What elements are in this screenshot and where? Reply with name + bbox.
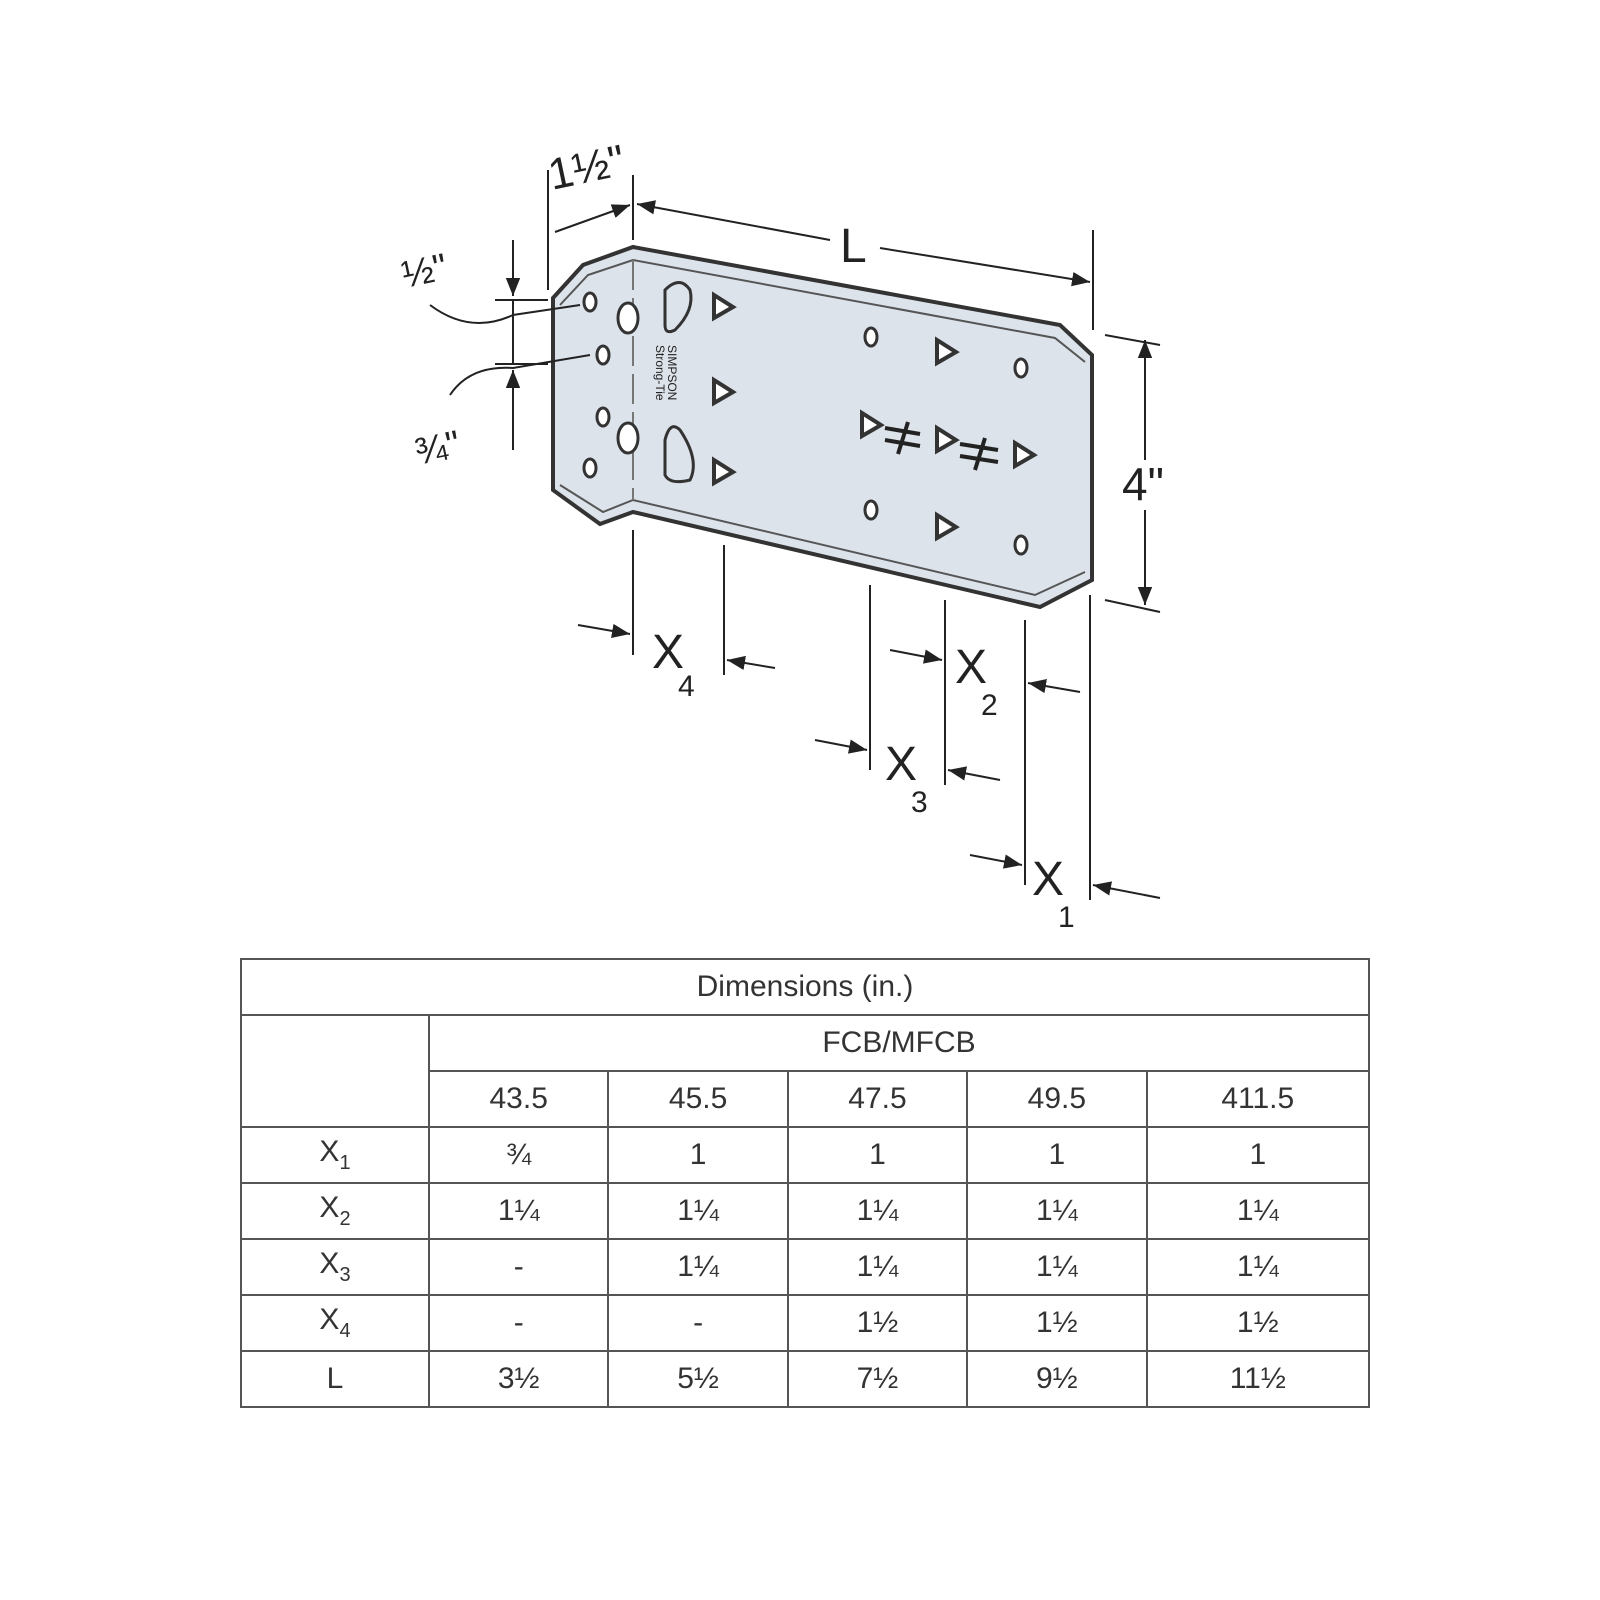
blank-header-cell (240, 1014, 430, 1128)
height-label: 4" (1122, 458, 1164, 510)
row-label: X2 (240, 1182, 430, 1240)
brand-logo: SIMPSONStrong-Tie (653, 345, 679, 401)
row-label-sub: 1 (339, 1152, 351, 1174)
table-cell: - (427, 1294, 610, 1352)
model-header: 45.5 (607, 1070, 789, 1128)
table-cell: 1 (1145, 1126, 1371, 1184)
table-cell: 1½ (1145, 1294, 1371, 1352)
row-label: X1 (240, 1126, 430, 1184)
table-title: Dimensions (in.) (240, 958, 1370, 1016)
bracket-plate (551, 244, 1094, 610)
table-cell: 1¼ (607, 1238, 789, 1296)
table-cell: 1¼ (786, 1182, 969, 1240)
three-quarter-label: ¾" (411, 423, 464, 473)
length-label: L (840, 220, 867, 273)
table-cell: 9½ (966, 1350, 1148, 1408)
table-cell: 1¼ (1145, 1238, 1371, 1296)
triangle-holes (712, 291, 1038, 542)
row-label-main: X (319, 1303, 340, 1336)
row-label-sub: 2 (339, 1208, 351, 1230)
table-cell: 1½ (966, 1294, 1148, 1352)
model-header: 47.5 (786, 1070, 969, 1128)
model-header: 43.5 (427, 1070, 610, 1128)
table-cell: 1¼ (966, 1238, 1148, 1296)
table-cell: 1 (607, 1126, 789, 1184)
model-header: 411.5 (1145, 1070, 1371, 1128)
model-header: 49.5 (966, 1070, 1148, 1128)
table-cell: - (427, 1238, 610, 1296)
slot-outlines (663, 281, 695, 484)
half-inch-label: ½" (398, 246, 451, 296)
row-label: X3 (240, 1238, 430, 1296)
table-cell: - (607, 1294, 789, 1352)
table-cell: 7½ (786, 1350, 969, 1408)
row-label: X4 (240, 1294, 430, 1352)
table-cell: ¾ (427, 1126, 610, 1184)
table-cell: 1 (786, 1126, 969, 1184)
row-label-sub: 3 (339, 1264, 351, 1286)
table-cell: 5½ (607, 1350, 789, 1408)
not-equal-marks (884, 421, 999, 471)
table-cell: 1¼ (427, 1182, 610, 1240)
model-group-header: FCB/MFCB (428, 1014, 1370, 1072)
depth-label: 1½" (544, 136, 629, 200)
row-label-sub: 4 (339, 1320, 351, 1342)
row-label-main: X (319, 1247, 340, 1280)
table-cell: 3½ (427, 1350, 610, 1408)
table-cell: 1¼ (786, 1238, 969, 1296)
row-label-main: L (326, 1362, 344, 1395)
table-cell: 1¼ (1145, 1182, 1371, 1240)
table-cell: 11½ (1145, 1350, 1371, 1408)
model-header-row: 43.5 45.5 47.5 49.5 411.5 (241, 1070, 1371, 1128)
row-label: L (240, 1350, 430, 1408)
table-cell: 1¼ (966, 1182, 1148, 1240)
table-cell: 1 (966, 1126, 1148, 1184)
row-label-main: X (319, 1135, 340, 1168)
table-cell: 1¼ (607, 1182, 789, 1240)
dimension-lines (429, 170, 1161, 900)
nail-holes (582, 291, 1029, 556)
row-label-main: X (319, 1191, 340, 1224)
table-cell: 1½ (786, 1294, 969, 1352)
dimensions-table: Dimensions (in.) FCB/MFCB 43.5 45.5 47.5… (240, 958, 1371, 1408)
